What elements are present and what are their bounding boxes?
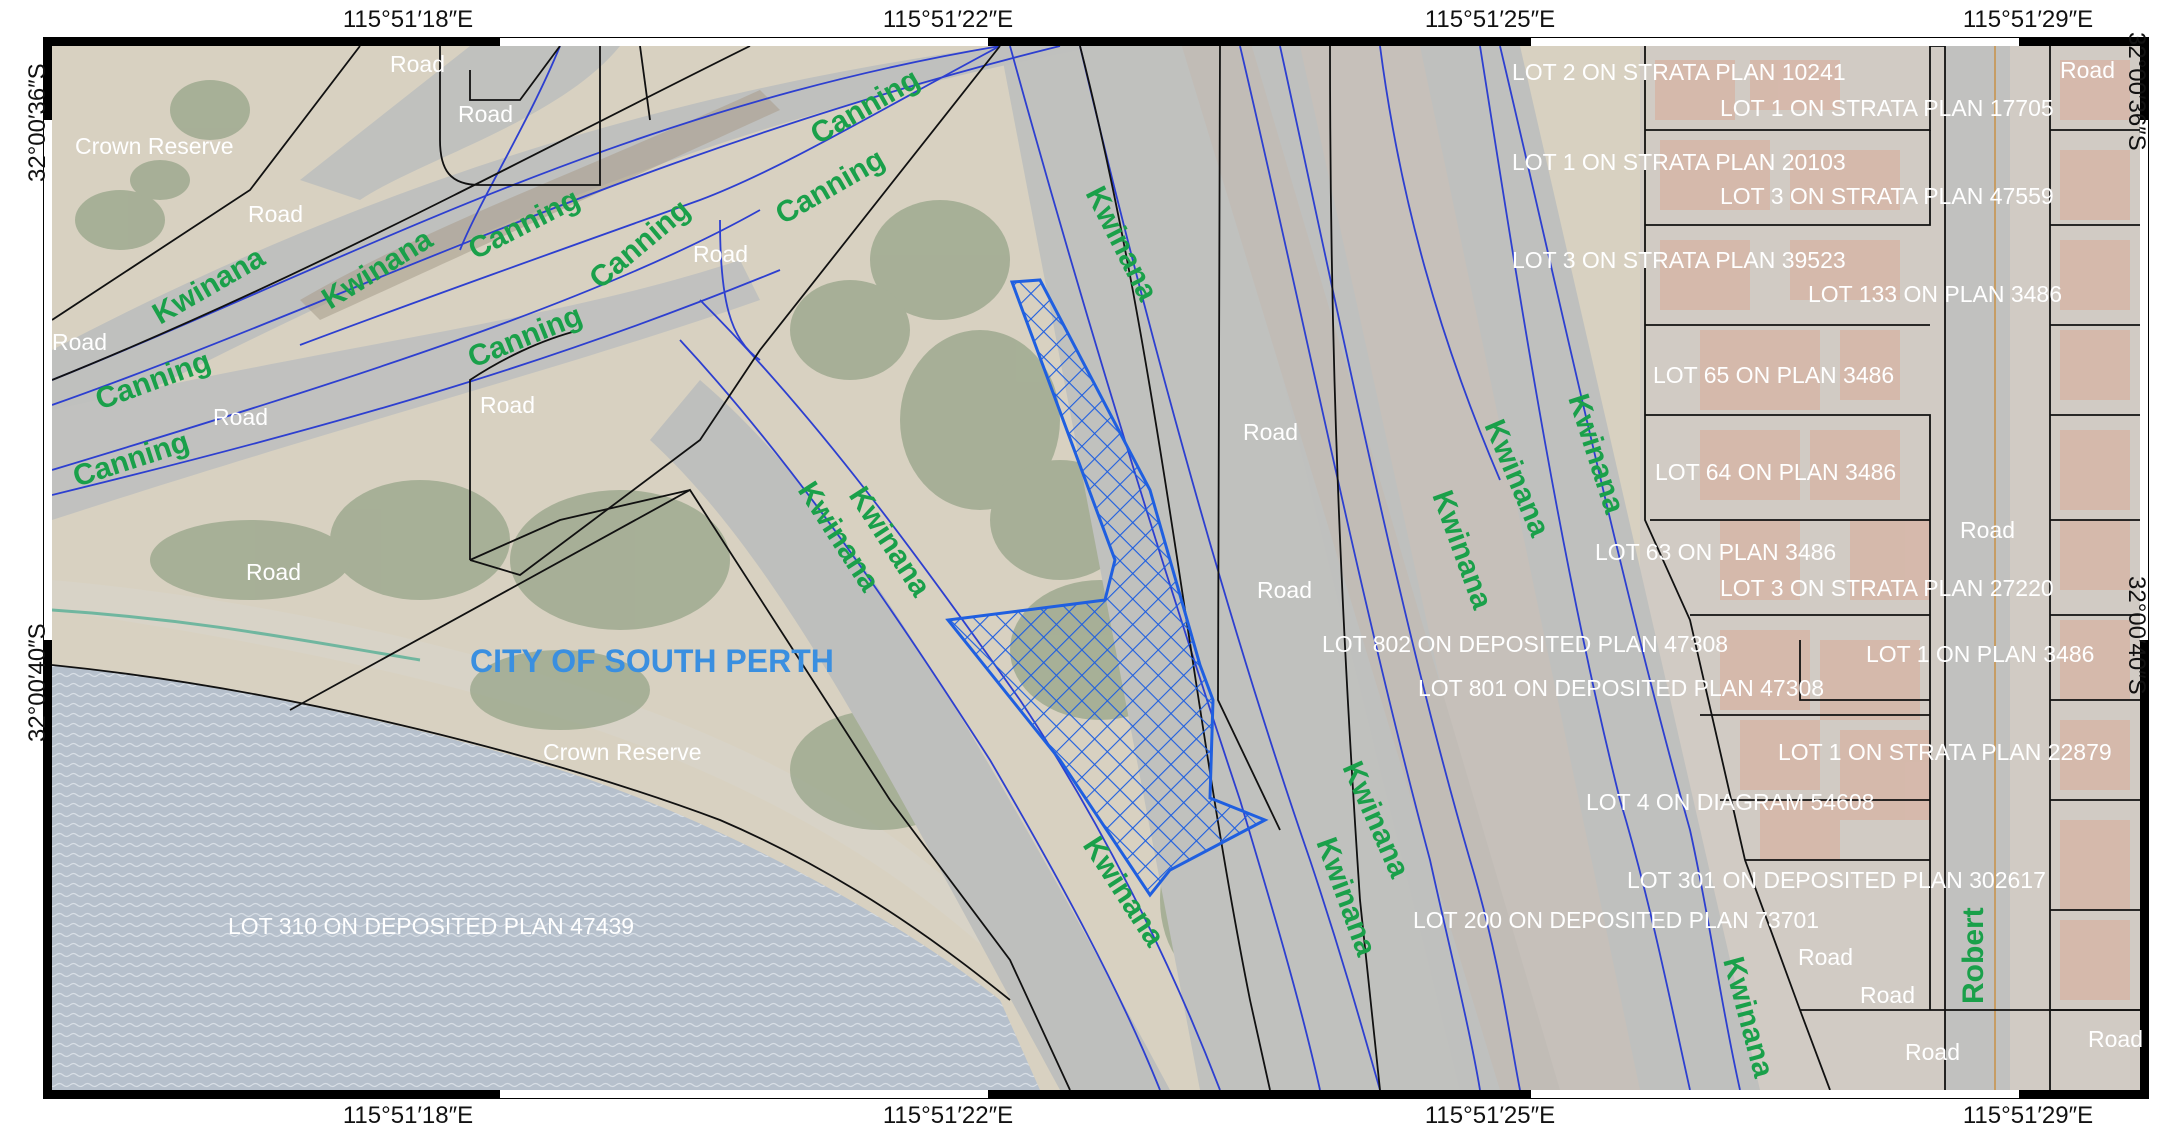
road-label-7: Road	[480, 392, 535, 418]
road-label-13: Road	[1798, 944, 1853, 970]
coord-top-3: 115°51′25″E	[1424, 6, 1556, 33]
coord-top-2: 115°51′22″E	[882, 6, 1014, 33]
road-centrelines	[52, 46, 1741, 1090]
house-blocks	[1655, 60, 2130, 1000]
road-label-11: Road	[1960, 517, 2015, 543]
lot-label-9: LOT 63 ON PLAN 3486	[1595, 539, 1836, 565]
road-label-15: Road	[1905, 1039, 1960, 1065]
robert-label: Robert	[1957, 907, 1990, 1004]
lot-label-8: LOT 64 ON PLAN 3486	[1655, 459, 1896, 485]
coord-bottom-2: 115°51′22″E	[882, 1102, 1014, 1129]
subject-area-hatched	[945, 278, 1269, 898]
road-label-14: Road	[1860, 982, 1915, 1008]
canning-label-6: Canning	[805, 62, 925, 151]
kwinana-label-1: Kwinana	[147, 241, 271, 331]
lot-label-10: LOT 3 ON STRATA PLAN 27220	[1720, 575, 2054, 601]
road-label-12: Road	[2060, 57, 2115, 83]
cadastre-lines	[52, 46, 2140, 1090]
crown-reserve-label-2: Crown Reserve	[543, 739, 702, 765]
canning-label-5: Canning	[463, 299, 587, 375]
road-label-1: Road	[390, 51, 445, 77]
coord-bottom-4: 115°51′29″E	[1962, 1102, 2094, 1129]
lot-label-11: LOT 802 ON DEPOSITED PLAN 47308	[1322, 631, 1728, 657]
kwinana-label-9: Kwinana	[1425, 486, 1498, 613]
kwinana-label-6: Kwinana	[1076, 831, 1171, 953]
road-label-3: Road	[248, 201, 303, 227]
kwinana-label-11: Kwinana	[1561, 390, 1631, 518]
coord-top-1: 115°51′18″E	[342, 6, 474, 33]
kwinana-label-3: Kwinana	[1079, 181, 1165, 306]
canning-label-4: Canning	[583, 193, 696, 295]
kwinana-label-8: Kwinana	[1309, 833, 1382, 960]
lot-label-14: LOT 1 ON STRATA PLAN 22879	[1778, 739, 2112, 765]
crown-reserve-label-1: Crown Reserve	[75, 133, 234, 159]
lot-label-13: LOT 1 ON PLAN 3486	[1866, 641, 2094, 667]
lot-label-2: LOT 1 ON STRATA PLAN 17705	[1720, 95, 2054, 121]
lot-label-6: LOT 133 ON PLAN 3486	[1808, 281, 2062, 307]
canning-label-3: Canning	[463, 182, 585, 266]
lot-label-18: LOT 310 ON DEPOSITED PLAN 47439	[228, 913, 634, 939]
road-label-9: Road	[1243, 419, 1298, 445]
kwinana-label-12: Kwinana	[1716, 953, 1780, 1081]
road-label-10: Road	[1257, 577, 1312, 603]
cadastre-labels: Crown Reserve Crown Reserve Road Road Ro…	[52, 51, 2143, 1065]
lot-label-15: LOT 4 ON DIAGRAM 54608	[1586, 789, 1874, 815]
kwinana-label-2: Kwinana	[316, 222, 438, 316]
lot-label-1: LOT 2 ON STRATA PLAN 10241	[1512, 59, 1846, 85]
road-label-2: Road	[458, 101, 513, 127]
lot-label-17: LOT 200 ON DEPOSITED PLAN 73701	[1413, 907, 1819, 933]
canning-label-1: Canning	[91, 345, 215, 417]
road-label-6: Road	[693, 241, 748, 267]
lot-label-5: LOT 3 ON STRATA PLAN 39523	[1512, 247, 1846, 273]
lot-label-4: LOT 3 ON STRATA PLAN 47559	[1720, 183, 2054, 209]
lot-label-3: LOT 1 ON STRATA PLAN 20103	[1512, 149, 1846, 175]
city-label: CITY OF SOUTH PERTH	[470, 643, 834, 679]
frame-ticks	[44, 38, 2148, 1098]
canning-label-7: Canning	[770, 142, 890, 231]
coord-bottom-1: 115°51′18″E	[342, 1102, 474, 1129]
lot-label-12: LOT 801 ON DEPOSITED PLAN 47308	[1418, 675, 1824, 701]
lot-label-7: LOT 65 ON PLAN 3486	[1653, 362, 1894, 388]
lot-label-16: LOT 301 ON DEPOSITED PLAN 302617	[1627, 867, 2046, 893]
coord-top-4: 115°51′29″E	[1962, 6, 2094, 33]
kwinana-label-10: Kwinana	[1478, 415, 1557, 542]
canning-label-2: Canning	[69, 425, 193, 493]
road-label-16: Road	[2088, 1026, 2143, 1052]
road-label-4: Road	[52, 329, 107, 355]
coord-bottom-3: 115°51′25″E	[1424, 1102, 1556, 1129]
road-label-5: Road	[213, 404, 268, 430]
road-label-8: Road	[246, 559, 301, 585]
